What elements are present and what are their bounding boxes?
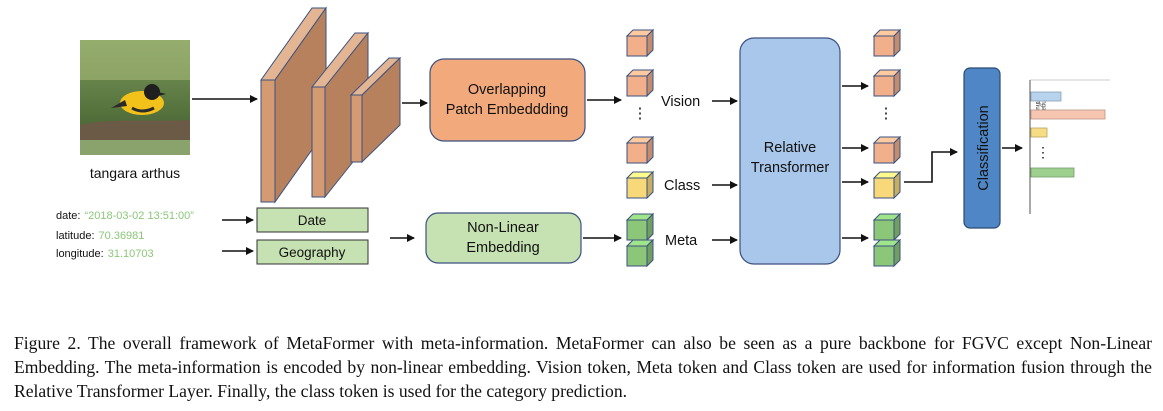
output-probability-chart: Tangara arthus ⋮ — [1029, 79, 1110, 214]
patch-embedding-label-line2: Patch Embeddding — [446, 102, 569, 118]
vision-token-label: Vision — [661, 94, 700, 110]
figure-caption: Figure 2. The overall framework of MetaF… — [14, 333, 1152, 401]
svg-text:latitude:70.36981: latitude: 70.36981 — [56, 230, 144, 242]
geography-box — [256, 239, 369, 265]
classification-label: Classification — [976, 105, 992, 190]
output-vision-token-2 — [872, 68, 902, 98]
output-class-token — [872, 170, 902, 200]
conv-slab-1-front — [260, 79, 276, 203]
patch-embedding-box — [429, 58, 586, 142]
date-box-label: Date — [298, 213, 327, 228]
output-bar-4 — [1030, 167, 1075, 178]
output-bar-1 — [1030, 91, 1062, 102]
framework-diagram: tangara arthus Overlapping Patch Embeddd… — [56, 6, 1110, 268]
non-linear-label-line1: Non-Linear — [467, 220, 539, 236]
conv-slab-2-front — [311, 86, 326, 198]
latitude-key: latitude: — [56, 230, 95, 242]
input-vision-token-2 — [625, 68, 655, 98]
chart-ellipsis: ⋮ — [1036, 144, 1050, 160]
geography-box-label: Geography — [279, 245, 346, 260]
chart-class-label-line2: arthus — [1034, 96, 1040, 113]
classification-box — [963, 67, 1001, 229]
input-tokens — [625, 28, 655, 268]
non-linear-embedding-box — [425, 212, 582, 264]
output-meta-token-2 — [872, 238, 902, 268]
input-meta-token-2 — [625, 238, 655, 268]
output-vision-token-3 — [872, 135, 902, 165]
input-vision-token-1 — [625, 28, 655, 58]
relative-transformer-label-line1: Relative — [764, 140, 816, 156]
longitude-key: longitude: — [56, 248, 104, 260]
date-key: date: — [56, 210, 80, 222]
latitude-value: 70.36981 — [99, 230, 145, 242]
input-vision-ellipsis: ⋮ — [633, 105, 648, 122]
patch-embedding-label-line1: Overlapping — [468, 82, 546, 98]
meta-token-label: Meta — [665, 233, 698, 249]
svg-text:date:“2018-03-02 13:51:00”: date: “2018-03-02 13:51:00” — [56, 210, 194, 222]
meta-information: date: “2018-03-02 13:51:00” latitude: 70.3… — [56, 210, 194, 260]
class-token-label: Class — [664, 178, 700, 194]
relative-transformer-box — [739, 37, 841, 265]
input-class-token — [625, 170, 655, 200]
output-meta-token-1 — [872, 212, 902, 242]
longitude-value: 31.10703 — [108, 248, 154, 260]
svg-text:longitude:31.10703: longitude: 31.10703 — [56, 248, 154, 260]
input-vision-token-3 — [625, 135, 655, 165]
relative-transformer-label-line2: Transformer — [751, 160, 830, 176]
conv-backbone-stack — [260, 6, 402, 204]
output-bar-3 — [1030, 127, 1048, 138]
bird-photo — [80, 40, 190, 155]
conv-slab-3-front — [350, 94, 363, 163]
output-vision-token-1 — [872, 28, 902, 58]
output-tokens — [872, 28, 902, 268]
output-bar-2 — [1030, 109, 1106, 120]
date-box — [256, 207, 369, 233]
image-label: tangara arthus — [90, 165, 180, 181]
non-linear-label-line2: Embedding — [466, 240, 539, 256]
output-vision-ellipsis: ⋮ — [879, 105, 894, 122]
input-meta-token-1 — [625, 212, 655, 242]
chart-class-label-line1: Tangara — [1040, 94, 1046, 116]
date-value: “2018-03-02 13:51:00” — [84, 210, 194, 222]
